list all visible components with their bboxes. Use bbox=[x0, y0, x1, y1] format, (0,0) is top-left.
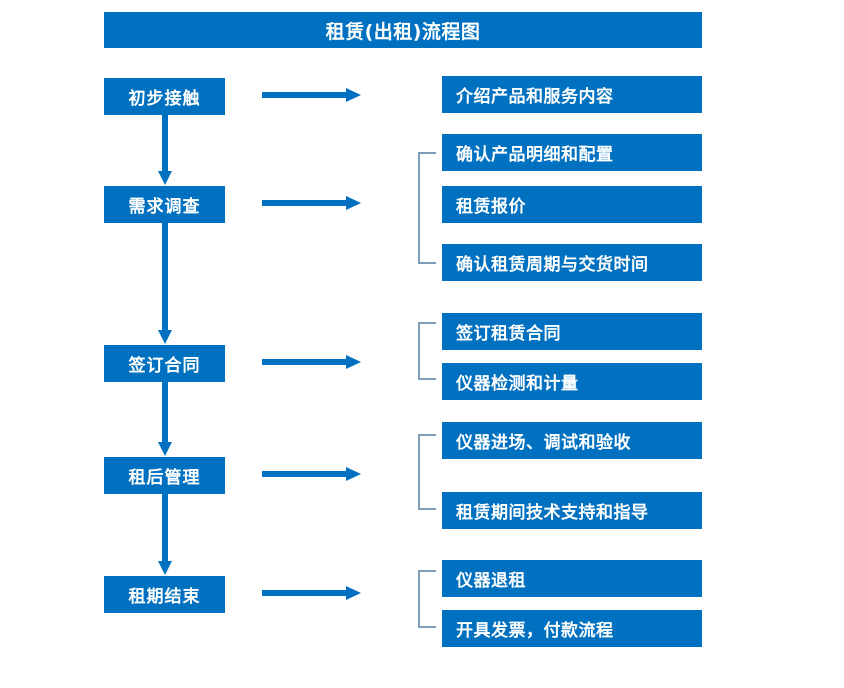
stage-box-post-rental-management[interactable]: 租后管理 bbox=[104, 457, 225, 494]
vertical-arrow-icon-4 bbox=[158, 494, 172, 576]
group-bracket-icon-3 bbox=[417, 322, 437, 380]
detail-box-instrument-inspection[interactable]: 仪器检测和计量 bbox=[442, 363, 702, 400]
horizontal-arrow-icon-4 bbox=[262, 467, 362, 481]
detail-box-confirm-rental-period[interactable]: 确认租赁周期与交货时间 bbox=[442, 244, 702, 281]
horizontal-arrow-icon-2 bbox=[262, 196, 362, 210]
detail-box-instrument-delivery-commissioning[interactable]: 仪器进场、调试和验收 bbox=[442, 422, 702, 459]
stage-box-rental-end[interactable]: 租期结束 bbox=[104, 576, 225, 613]
horizontal-arrow-icon-3 bbox=[262, 355, 362, 369]
detail-box-instrument-return[interactable]: 仪器退租 bbox=[442, 560, 702, 597]
vertical-arrow-icon-1 bbox=[158, 115, 172, 186]
detail-box-rental-quotation[interactable]: 租赁报价 bbox=[442, 186, 702, 223]
stage-box-requirement-survey[interactable]: 需求调查 bbox=[104, 186, 225, 223]
vertical-arrow-icon-2 bbox=[158, 223, 172, 345]
horizontal-arrow-icon-1 bbox=[262, 88, 362, 102]
detail-box-sign-rental-contract[interactable]: 签订租赁合同 bbox=[442, 313, 702, 350]
detail-box-invoice-payment[interactable]: 开具发票，付款流程 bbox=[442, 610, 702, 647]
stage-box-initial-contact[interactable]: 初步接触 bbox=[104, 78, 225, 115]
page-title: 租赁(出租)流程图 bbox=[104, 12, 702, 48]
horizontal-arrow-icon-5 bbox=[262, 586, 362, 600]
detail-box-confirm-product-details[interactable]: 确认产品明细和配置 bbox=[442, 134, 702, 171]
vertical-arrow-icon-3 bbox=[158, 382, 172, 457]
detail-box-introduce-products[interactable]: 介绍产品和服务内容 bbox=[442, 76, 702, 113]
group-bracket-icon-2 bbox=[417, 152, 437, 264]
detail-box-technical-support[interactable]: 租赁期间技术支持和指导 bbox=[442, 492, 702, 529]
group-bracket-icon-5 bbox=[417, 570, 437, 628]
stage-box-sign-contract[interactable]: 签订合同 bbox=[104, 345, 225, 382]
group-bracket-icon-4 bbox=[417, 434, 437, 510]
